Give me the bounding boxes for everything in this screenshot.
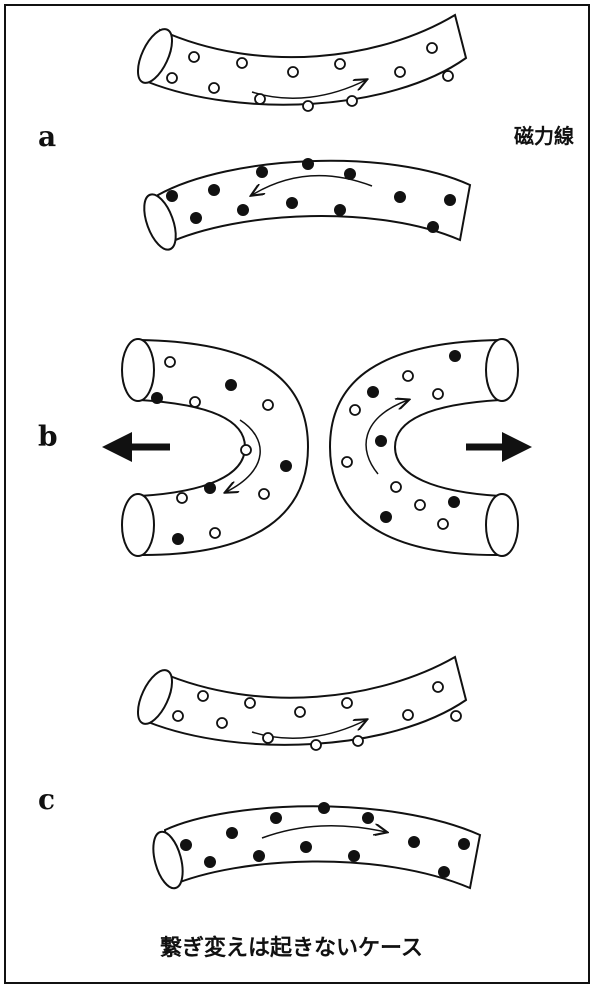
tube-end-ellipse [122, 339, 154, 401]
panel-a-lower-tube [138, 158, 470, 254]
panel-a-upper-tube [131, 15, 466, 111]
tube-end-ellipse [486, 494, 518, 556]
tube-end-ellipse [122, 494, 154, 556]
panel-b-right-arrow [466, 432, 532, 462]
panel-b-left-arrow [102, 432, 170, 462]
panel-c-lower-tube [148, 802, 480, 891]
panel-c-upper-tube [131, 657, 466, 750]
tube-end-ellipse [486, 339, 518, 401]
